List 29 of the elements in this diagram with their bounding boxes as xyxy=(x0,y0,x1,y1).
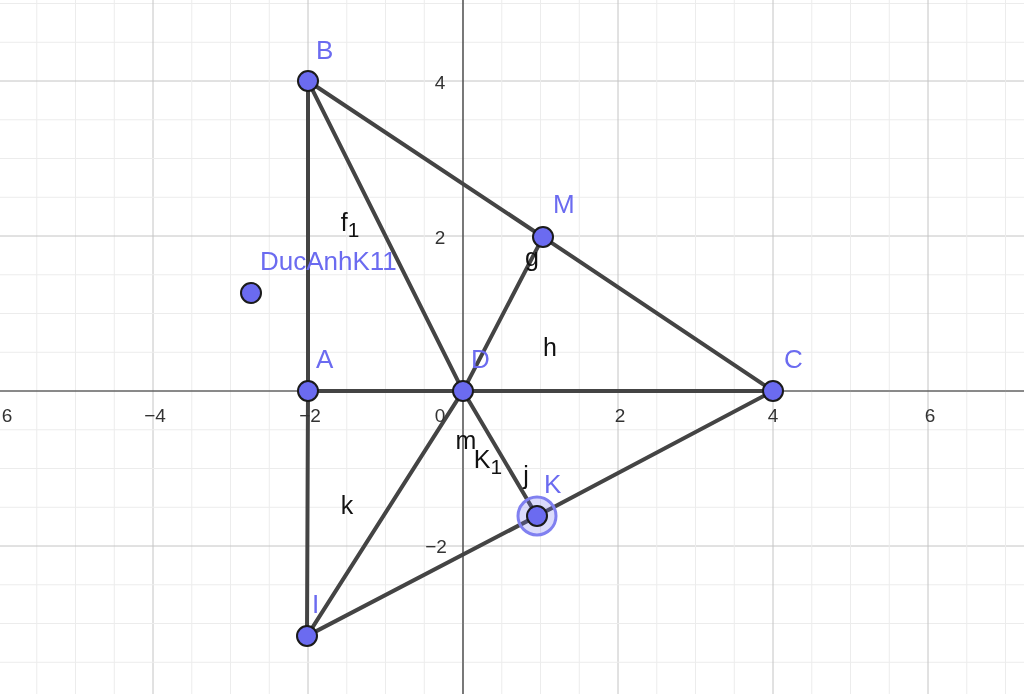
point-label: I xyxy=(312,590,320,618)
point-label: K xyxy=(544,470,562,498)
line-segment xyxy=(543,393,767,514)
axis-tick-label: −2 xyxy=(425,536,447,556)
line-segment xyxy=(466,397,534,510)
axis-tick-label: 6 xyxy=(1,405,13,425)
segment-name: h xyxy=(543,334,557,360)
point-label: A xyxy=(316,345,334,373)
segment-name: k xyxy=(340,492,354,518)
line-segment xyxy=(310,87,461,385)
line-segment xyxy=(305,399,310,628)
line-segment xyxy=(310,397,460,630)
line-segment xyxy=(549,240,767,388)
point-label: C xyxy=(784,345,803,373)
segment-name: j xyxy=(523,462,529,488)
line-segment xyxy=(314,84,537,234)
axis-tick-label: 4 xyxy=(767,405,779,425)
axis-tick-label: 4 xyxy=(434,72,446,92)
point-label: M xyxy=(553,190,575,218)
axis-tick-label: −4 xyxy=(144,405,166,425)
point-label: B xyxy=(316,36,334,64)
line-segment xyxy=(465,243,541,385)
axis-tick-label: 2 xyxy=(434,227,446,247)
axis-tick-label: 6 xyxy=(924,405,936,425)
axis-tick-label: 0 xyxy=(434,405,446,425)
line-segment xyxy=(313,518,531,634)
axis-tick-label: 2 xyxy=(614,405,626,425)
segment-name: f$_{1}$ xyxy=(340,209,360,241)
line-segment xyxy=(306,89,310,383)
